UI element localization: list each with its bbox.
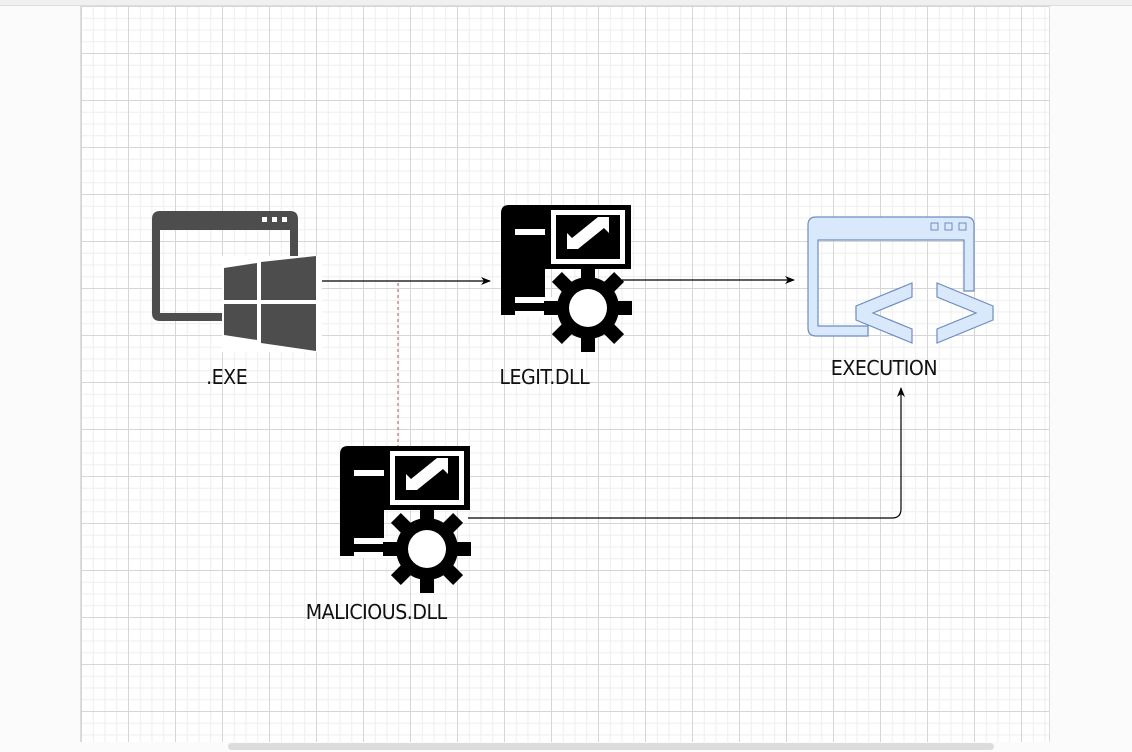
windows-application-icon[interactable] [152, 211, 322, 352]
malicious-dll-label: MALICIOUS.DLL [305, 600, 448, 624]
horizontal-scrollbar[interactable] [228, 743, 994, 750]
edge-malicious-dll-to-execution[interactable] [468, 387, 905, 519]
legit-dll-label: LEGIT.DLL [499, 365, 590, 389]
execution-label: EXECUTION [830, 356, 938, 380]
diagram-canvas[interactable] [80, 6, 1050, 742]
code-window-icon[interactable] [807, 216, 994, 344]
malicious-dll-icon[interactable]: #diagram .r .f{fill:#f8cecc;stroke:#b854… [340, 446, 471, 593]
exe-label: .EXE [206, 365, 248, 389]
top-toolbar-edge [0, 0, 1132, 6]
legit-dll-icon[interactable]: #diagram .g .f{fill:#d5e8d4;stroke:#82b3… [501, 205, 632, 352]
